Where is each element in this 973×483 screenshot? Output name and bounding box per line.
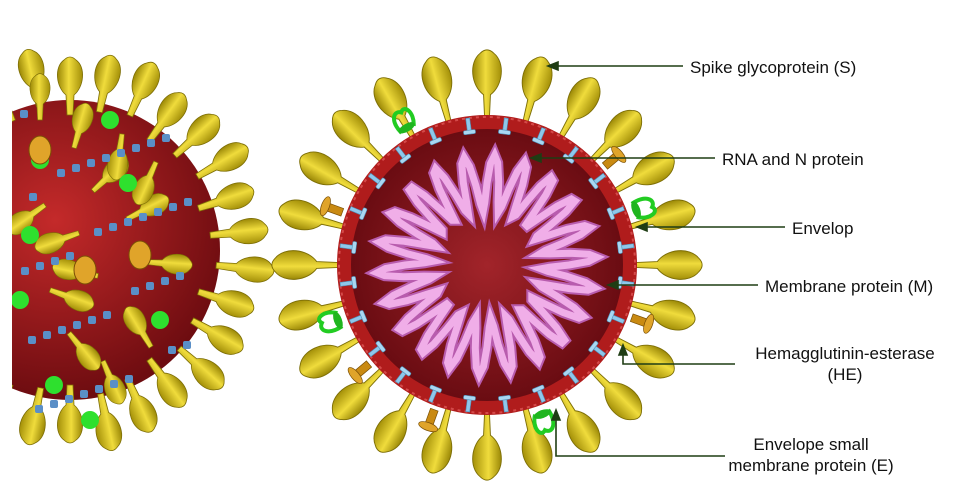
left-membrane-protein xyxy=(50,400,58,408)
left-e-protein xyxy=(151,311,169,329)
left-membrane-protein xyxy=(51,257,59,265)
left-membrane-protein xyxy=(147,139,155,147)
left-membrane-protein xyxy=(103,311,111,319)
left-he-protein xyxy=(129,241,151,269)
spike-glycoprotein xyxy=(632,251,702,280)
left-membrane-protein xyxy=(21,267,29,275)
left-membrane-protein xyxy=(176,272,184,280)
label-e-line1: Envelope small xyxy=(706,434,916,455)
spike-glycoprotein xyxy=(417,53,463,128)
left-membrane-protein xyxy=(58,326,66,334)
label-envelop: Envelop xyxy=(792,218,853,239)
left-membrane-protein xyxy=(57,169,65,177)
left-membrane-protein xyxy=(80,390,88,398)
left-membrane-protein xyxy=(73,321,81,329)
left-membrane-protein xyxy=(66,252,74,260)
left-membrane-protein xyxy=(28,336,36,344)
left-membrane-protein xyxy=(161,277,169,285)
left-membrane-protein xyxy=(36,262,44,270)
left-membrane-protein xyxy=(29,193,37,201)
left-membrane-protein xyxy=(154,208,162,216)
spike-glycoprotein xyxy=(473,50,502,120)
left-he-protein xyxy=(29,136,51,164)
left-he-protein xyxy=(74,256,96,284)
label-e-line2: membrane protein (E) xyxy=(706,455,916,476)
left-membrane-protein xyxy=(20,110,28,118)
left-membrane-protein xyxy=(183,341,191,349)
left-membrane-protein xyxy=(117,149,125,157)
label-spike-glycoprotein: Spike glycoprotein (S) xyxy=(690,57,856,78)
spike-glycoprotein xyxy=(275,195,350,241)
left-membrane-protein xyxy=(168,346,176,354)
left-e-protein xyxy=(45,376,63,394)
left-membrane-protein xyxy=(169,203,177,211)
left-membrane-protein xyxy=(43,331,51,339)
left-membrane-protein xyxy=(95,385,103,393)
left-virus-particle xyxy=(0,0,275,483)
left-membrane-protein xyxy=(146,282,154,290)
left-membrane-protein xyxy=(124,218,132,226)
label-envelope-small-membrane-protein: Envelope small membrane protein (E) xyxy=(706,434,916,476)
left-membrane-protein xyxy=(87,159,95,167)
left-membrane-protein xyxy=(88,316,96,324)
label-membrane-protein: Membrane protein (M) xyxy=(765,276,933,297)
label-he-line2: (HE) xyxy=(740,364,950,385)
virus-cross-section xyxy=(272,50,702,480)
spike-glycoprotein xyxy=(417,401,463,476)
left-e-protein xyxy=(21,226,39,244)
spike-glycoprotein xyxy=(473,410,502,480)
left-e-protein xyxy=(81,411,99,429)
arrowhead-e xyxy=(552,410,560,420)
left-membrane-protein xyxy=(35,405,43,413)
label-rna-n-protein: RNA and N protein xyxy=(722,149,864,170)
left-membrane-protein xyxy=(184,198,192,206)
left-membrane-protein xyxy=(65,395,73,403)
left-e-protein xyxy=(119,174,137,192)
left-e-protein xyxy=(101,111,119,129)
label-hemagglutinin-esterase: Hemagglutinin-esterase (HE) xyxy=(740,343,950,385)
left-membrane-protein xyxy=(131,287,139,295)
left-membrane-protein xyxy=(139,213,147,221)
left-membrane-protein xyxy=(94,228,102,236)
left-membrane-protein xyxy=(162,134,170,142)
spike-glycoprotein xyxy=(272,251,342,280)
spike-glycoprotein xyxy=(623,289,698,335)
left-membrane-protein xyxy=(110,380,118,388)
left-e-protein xyxy=(11,291,29,309)
left-membrane-protein xyxy=(109,223,117,231)
left-spike xyxy=(215,253,275,284)
label-he-line1: Hemagglutinin-esterase xyxy=(740,343,950,364)
left-membrane-protein xyxy=(102,154,110,162)
left-membrane-protein xyxy=(132,144,140,152)
left-membrane-protein xyxy=(72,164,80,172)
left-membrane-protein xyxy=(125,375,133,383)
